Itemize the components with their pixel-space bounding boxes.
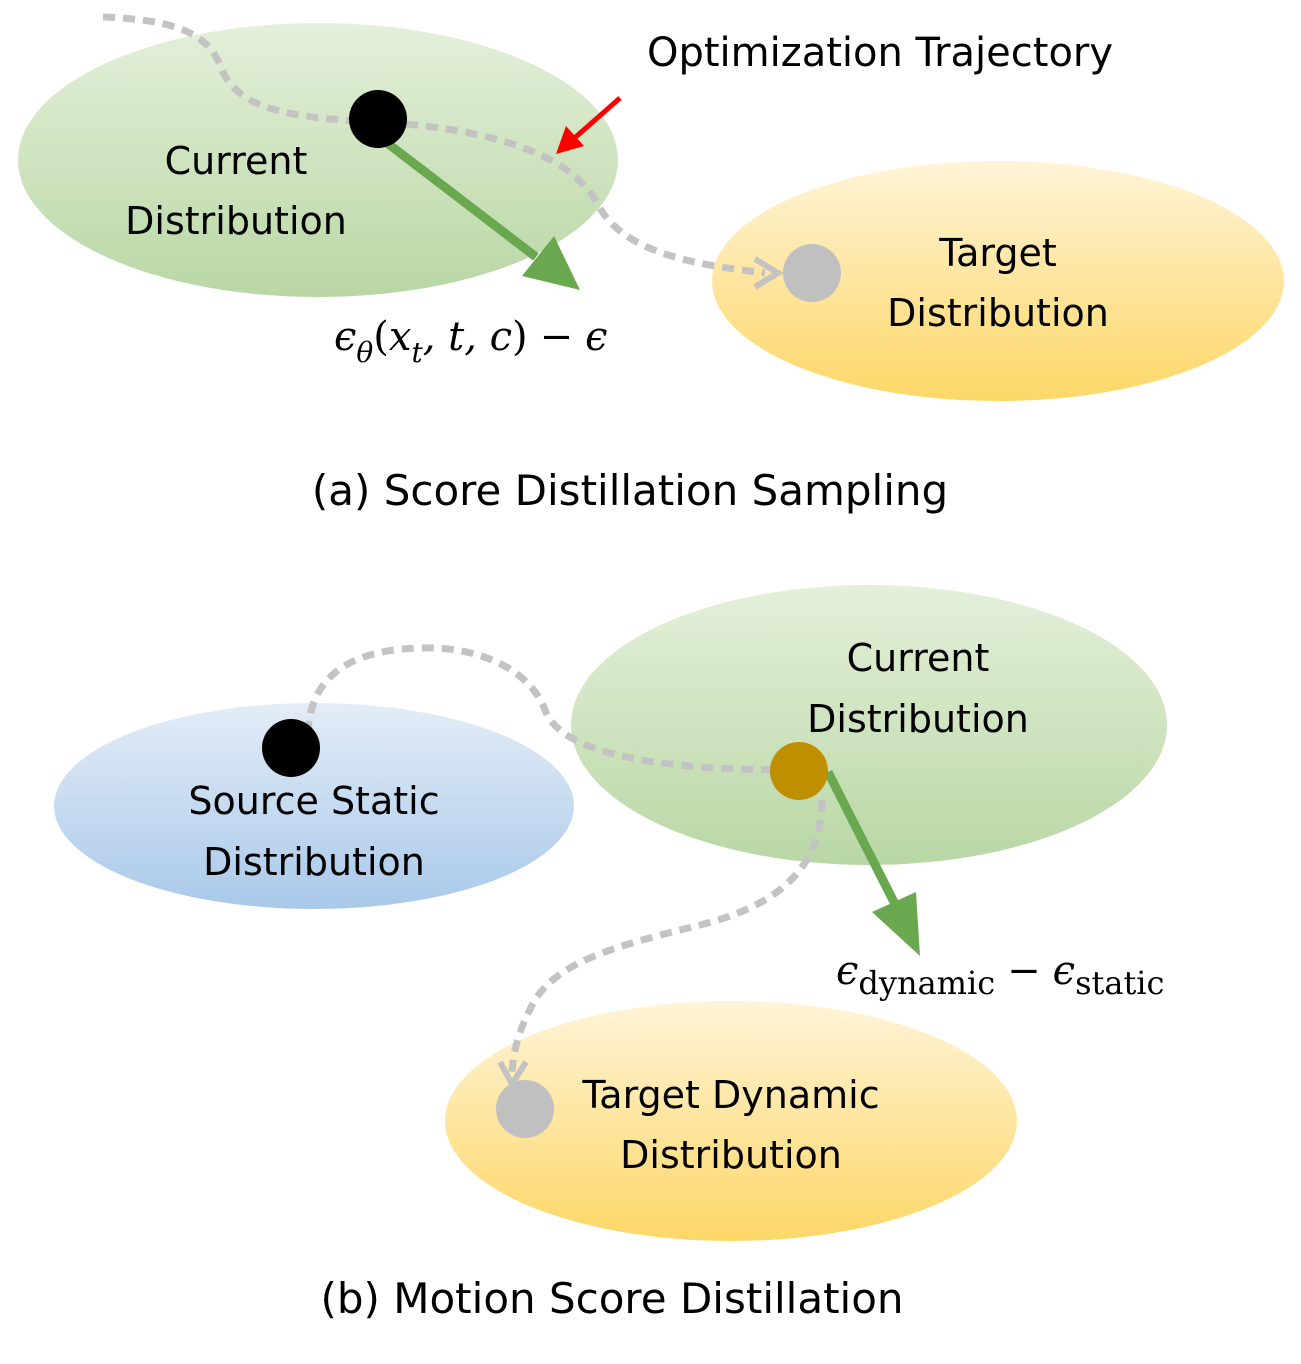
target-dynamic-distribution-ellipse: [445, 1001, 1017, 1241]
target-distribution-label-a-line2: Distribution: [887, 291, 1109, 335]
panel-a: Current Distribution Target Distribution…: [18, 13, 1284, 515]
source-static-label: Source Static: [188, 779, 439, 823]
current-distribution-label-b: Current: [847, 636, 990, 680]
trajectory-path-b-2: [508, 799, 826, 1079]
current-distribution-label-a: Current: [165, 139, 308, 183]
target-point-b: [496, 1080, 554, 1138]
optimization-trajectory-label: Optimization Trajectory: [647, 30, 1113, 76]
gradient-arrowhead-b: [872, 892, 920, 956]
gradient-arrow-b: [823, 769, 903, 913]
gradient-formula-b: ϵdynamic−ϵstatic: [836, 948, 1164, 1002]
target-distribution-label-a: Target: [938, 231, 1057, 275]
target-dynamic-label: Target Dynamic: [581, 1073, 879, 1117]
current-distribution-label-a-line2: Distribution: [125, 199, 347, 243]
current-distribution-ellipse-b: [571, 585, 1167, 865]
source-sample-point: [262, 719, 320, 777]
target-dynamic-label-line2: Distribution: [620, 1133, 842, 1177]
source-static-distribution-ellipse: [54, 703, 574, 909]
trajectory-pointer-arrow: [568, 96, 622, 144]
source-static-label-line2: Distribution: [203, 840, 425, 884]
target-point-a: [783, 244, 841, 302]
gradient-arrow-a: [375, 132, 539, 261]
optimization-trajectory-path-a: [102, 13, 766, 277]
panel-b: Current Distribution Source Static Distr…: [54, 585, 1167, 1323]
panel-a-caption: (a) Score Distillation Sampling: [312, 466, 948, 515]
gradient-formula-a: ϵθ(xt, t, c)−ϵ: [334, 314, 608, 369]
current-distribution-ellipse-a: [18, 23, 618, 297]
current-sample-point-b: [770, 742, 828, 800]
current-distribution-label-b-line2: Distribution: [807, 697, 1029, 741]
trajectory-path-b-1: [304, 644, 773, 774]
panel-b-caption: (b) Motion Score Distillation: [320, 1274, 903, 1323]
trajectory-arrowhead-a: [753, 256, 784, 290]
current-sample-point-a: [349, 90, 407, 148]
gradient-arrowhead-a: [522, 236, 580, 290]
target-distribution-ellipse-a: [712, 161, 1284, 401]
trajectory-pointer-arrowhead: [556, 126, 584, 154]
